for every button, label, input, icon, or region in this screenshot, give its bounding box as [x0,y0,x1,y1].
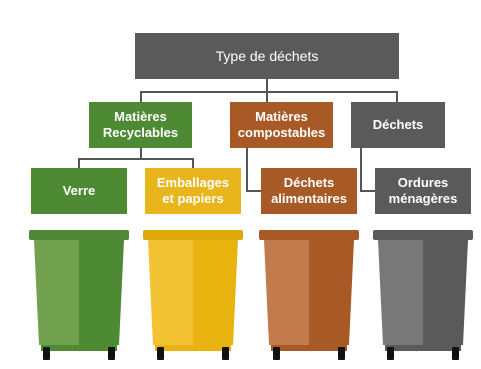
subcategory-emballages: Emballages et papiers [145,168,241,214]
connector-level1-bar [140,91,398,93]
bin-body-right [79,240,124,345]
bin-lid [143,230,243,240]
connector-compostables-down [246,148,248,192]
connector-recyclables-bar [78,158,194,160]
bin-base [155,345,231,351]
bin-body-right [193,240,238,345]
bin-alimentaires [259,230,359,360]
connector-dechets-side [360,190,376,192]
bin-wheel-right [222,347,229,360]
bin-body-left [148,240,193,345]
subcategory-ordures: Ordures ménagères [375,168,471,214]
bin-wheel-left [43,347,50,360]
bin-base [271,345,347,351]
bin-lid [259,230,359,240]
bin-wheel-right [108,347,115,360]
connector-dechets-up [396,91,398,102]
bin-lid [29,230,129,240]
connector-compostables-up [266,91,268,102]
bin-wheel-right [452,347,459,360]
root-node: Type de déchets [135,33,399,79]
bin-base [385,345,461,351]
bin-wheel-left [387,347,394,360]
category-dechets: Déchets [351,102,445,148]
connector-compostables-side [246,190,262,192]
bin-wheel-left [273,347,280,360]
bin-ordures [373,230,473,360]
connector-verre-up [78,158,80,168]
bin-wheel-right [338,347,345,360]
connector-recyclables-down [140,148,142,159]
category-compostables: Matières compostables [230,102,333,148]
category-recyclables: Matières Recyclables [89,102,192,148]
bin-lid [373,230,473,240]
bin-body-left [34,240,79,345]
bin-verre [29,230,129,360]
bin-body-left [264,240,309,345]
connector-dechets-down [360,148,362,192]
connector-root-down [266,79,268,92]
bin-wheel-left [157,347,164,360]
connector-emballages-up [192,158,194,168]
bin-emballages [143,230,243,360]
subcategory-verre: Verre [31,168,127,214]
bin-body-left [378,240,423,345]
bin-body-right [423,240,468,345]
subcategory-alimentaires: Déchets alimentaires [261,168,357,214]
connector-recyclables-up [140,91,142,102]
bin-body-right [309,240,354,345]
bin-base [41,345,117,351]
